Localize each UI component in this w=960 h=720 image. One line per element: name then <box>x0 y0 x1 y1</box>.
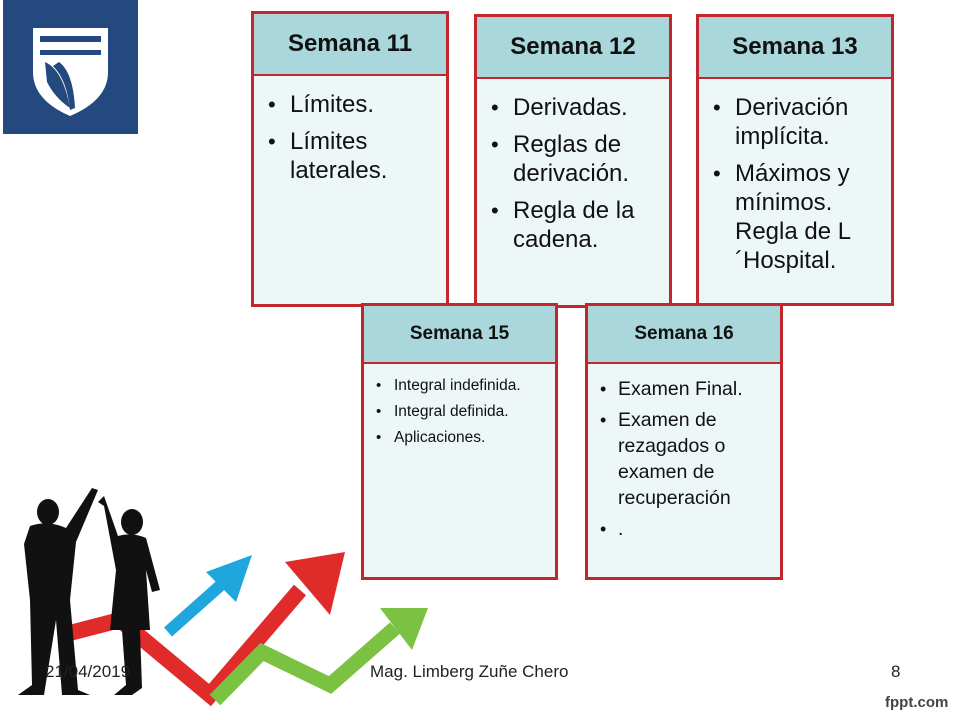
week-13-card: Semana 13 Derivación implícita. Máximos … <box>696 14 894 306</box>
page-number: 8 <box>891 662 901 681</box>
decorative-art <box>18 488 428 707</box>
list-item: Examen Final. <box>600 376 772 402</box>
green-arrow-icon <box>209 608 428 706</box>
card-title: Semana 15 <box>364 306 555 364</box>
list-item: Examen de rezagados o examen de recupera… <box>600 407 772 511</box>
man-silhouette-icon <box>18 488 98 695</box>
topic-list: Derivadas. Reglas de derivación. Regla d… <box>477 79 669 254</box>
card-title: Semana 12 <box>477 17 669 79</box>
week-15-card: Semana 15 Integral indefinida. Integral … <box>361 303 558 580</box>
card-title: Semana 11 <box>254 14 446 76</box>
list-item: Integral definida. <box>376 402 545 422</box>
week-12-card: Semana 12 Derivadas. Reglas de derivació… <box>474 14 672 308</box>
list-item: Integral indefinida. <box>376 376 545 396</box>
red-arrow-icon <box>59 552 345 707</box>
topic-list: Examen Final. Examen de rezagados o exam… <box>588 364 780 542</box>
list-item: Reglas de derivación. <box>491 130 653 188</box>
week-11-card: Semana 11 Límites. Límites laterales. <box>251 11 449 307</box>
footer-date: 21/04/2019 <box>45 662 131 681</box>
topic-list: Límites. Límites laterales. <box>254 76 446 185</box>
university-logo <box>3 0 138 134</box>
week-16-card: Semana 16 Examen Final. Examen de rezaga… <box>585 303 783 580</box>
list-item: Límites. <box>268 90 430 119</box>
card-title: Semana 16 <box>588 306 780 364</box>
list-item: Límites laterales. <box>268 127 430 185</box>
brand-watermark: fppt.com <box>885 694 949 711</box>
list-item: Máximos y mínimos. Regla de L´Hospital. <box>713 159 875 275</box>
topic-list: Integral indefinida. Integral definida. … <box>364 364 555 448</box>
list-item: Derivadas. <box>491 93 653 122</box>
list-item: . <box>600 516 772 542</box>
shield-logo-icon <box>33 28 108 116</box>
footer-author: Mag. Limberg Zuñe Chero <box>370 662 569 681</box>
blue-arrow-icon <box>164 555 252 637</box>
list-item: Regla de la cadena. <box>491 196 653 254</box>
list-item: Aplicaciones. <box>376 428 545 448</box>
card-title: Semana 13 <box>699 17 891 79</box>
woman-silhouette-icon <box>98 496 160 695</box>
list-item: Derivación implícita. <box>713 93 875 151</box>
topic-list: Derivación implícita. Máximos y mínimos.… <box>699 79 891 275</box>
